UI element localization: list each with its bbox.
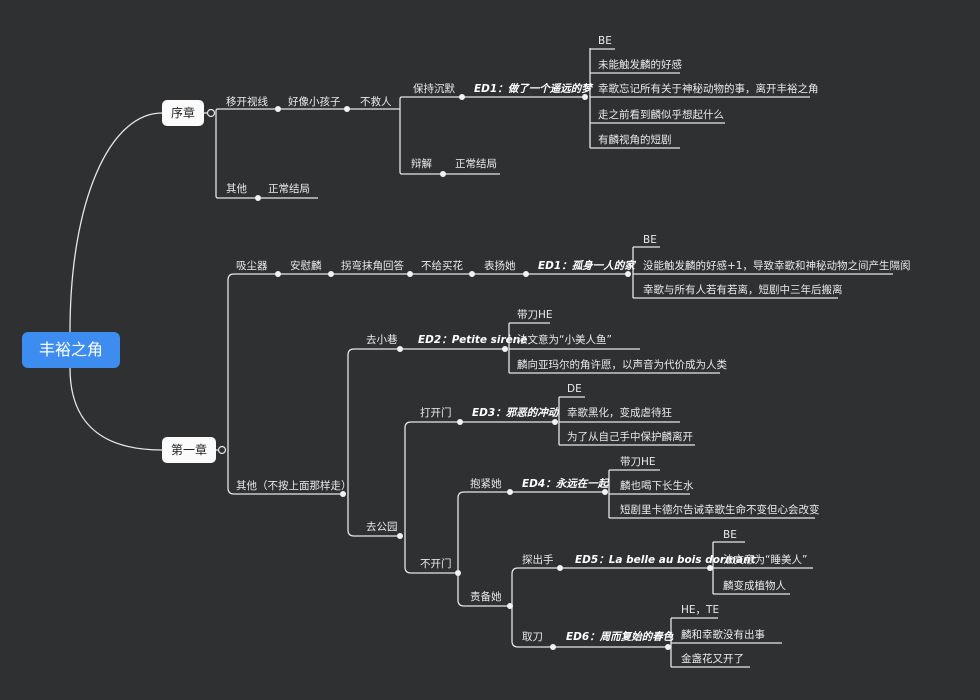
ending-ed3[interactable]: ED3：邪恶的冲动 — [472, 407, 559, 419]
ed6-tag: HE，TE — [681, 604, 720, 616]
node-keep-silent[interactable]: 保持沉默 — [413, 83, 455, 95]
node-no-open[interactable]: 不开门 — [420, 558, 452, 570]
node-prologue-other[interactable]: 其他 — [226, 183, 247, 195]
chapter1-node[interactable]: 第一章 — [162, 437, 216, 463]
ed4-note: 短剧里卡德尔告诫幸歌生命不变但心会改变 — [620, 504, 820, 516]
node-vacuum[interactable]: 吸尘器 — [236, 260, 268, 272]
node-other-normal-end[interactable]: 正常结局 — [268, 183, 310, 195]
ed1-dream-note: 未能触发麟的好感 — [598, 59, 682, 71]
node-park[interactable]: 去公园 — [366, 521, 398, 533]
ed1-dream-tag: BE — [598, 35, 612, 47]
ed2-note: 法文意为“小美人鱼” — [517, 334, 612, 346]
ending-ed4[interactable]: ED4：永远在一起 — [522, 478, 609, 490]
node-blame[interactable]: 责备她 — [470, 591, 502, 603]
node-comfort[interactable]: 安慰麟 — [290, 260, 322, 272]
ed3-note: 幸歌黑化，变成虐待狂 — [567, 407, 672, 419]
ending-ed2[interactable]: ED2：Petite sirène — [418, 334, 528, 346]
ed1-dream-note: 幸歌忘记所有关于神秘动物的事，离开丰裕之角 — [598, 83, 819, 95]
node-reach[interactable]: 探出手 — [522, 554, 554, 566]
ed5-note: 法文意为“睡美人” — [723, 554, 808, 566]
ed2-tag: 带刀HE — [517, 309, 553, 321]
ed2-note: 麟向亚玛尔的角许愿，以声音为代价成为人类 — [517, 359, 727, 371]
ed3-note: 为了从自己手中保护麟离开 — [567, 431, 693, 443]
node-move-gaze[interactable]: 移开视线 — [226, 96, 268, 108]
node-knife[interactable]: 取刀 — [522, 631, 543, 643]
ed5-tag: BE — [723, 529, 737, 541]
ending-ed6[interactable]: ED6：周而复始的春色 — [566, 631, 674, 643]
root-node[interactable]: 丰裕之角 — [22, 332, 120, 368]
node-no-flower[interactable]: 不给买花 — [421, 260, 463, 272]
node-like-child[interactable]: 好像小孩子 — [288, 96, 341, 108]
node-praise[interactable]: 表扬她 — [484, 260, 516, 272]
ed4-note: 麟也喝下长生水 — [620, 480, 694, 492]
ending-ed1-dream[interactable]: ED1：做了一个遥远的梦 — [474, 83, 592, 95]
node-indirect[interactable]: 拐弯抹角回答 — [341, 260, 404, 272]
ending-ed5[interactable]: ED5：La belle au bois dormant — [575, 554, 756, 566]
node-not-save[interactable]: 不救人 — [360, 96, 392, 108]
ed4-tag: 带刀HE — [620, 456, 656, 468]
ed1-alone-note: 没能触发麟的好感+1，导致幸歌和神秘动物之间产生隔阂 — [643, 260, 911, 272]
node-argue[interactable]: 辩解 — [411, 158, 432, 170]
node-open-door[interactable]: 打开门 — [420, 407, 452, 419]
node-other-route[interactable]: 其他（不按上面那样走） — [236, 480, 352, 492]
ed1-alone-tag: BE — [643, 234, 657, 246]
ed1-dream-note: 有麟视角的短剧 — [598, 134, 672, 146]
ed3-tag: DE — [567, 383, 582, 395]
node-hug[interactable]: 抱紧她 — [470, 478, 502, 490]
node-argue-normal-end[interactable]: 正常结局 — [455, 158, 497, 170]
ed5-note: 麟变成植物人 — [723, 580, 786, 592]
ed1-alone-note: 幸歌与所有人若有若离，短剧中三年后搬离 — [643, 284, 843, 296]
ed6-note: 麟和幸歌没有出事 — [681, 629, 765, 641]
ending-ed1-alone[interactable]: ED1：孤身一人的家 — [538, 260, 635, 272]
ed6-note: 金盏花又开了 — [681, 653, 744, 665]
ed1-dream-note: 走之前看到麟似乎想起什么 — [598, 109, 724, 121]
prologue-node[interactable]: 序章 — [162, 100, 204, 126]
node-alley[interactable]: 去小巷 — [366, 334, 398, 346]
